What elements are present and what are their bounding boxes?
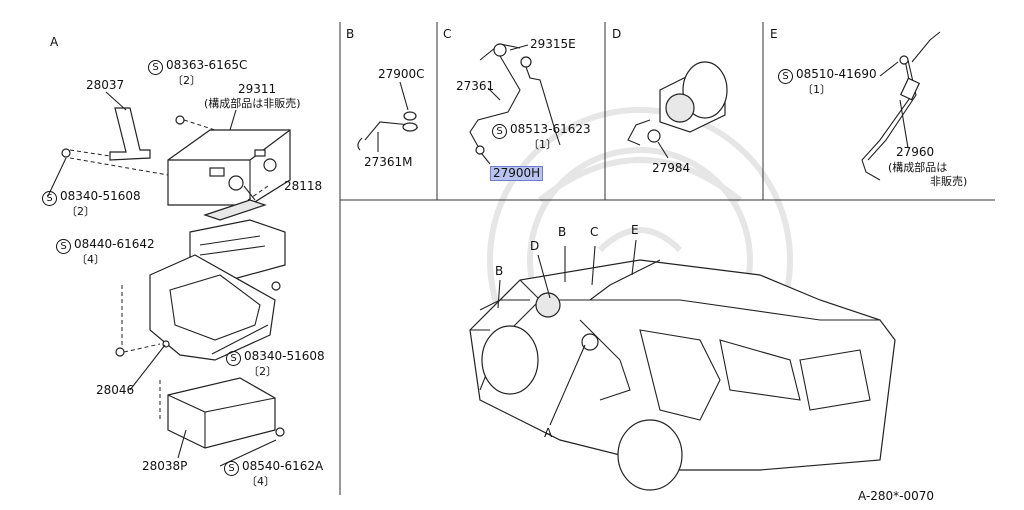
part-08340a-qty: 〔2〕 (66, 205, 95, 218)
radio-unit-29311 (167, 129, 291, 206)
part-29311-label[interactable]: 29311 (238, 82, 277, 96)
part-27361m-label[interactable]: 27361M (364, 155, 413, 169)
part-27960-label[interactable]: 27960 (896, 145, 935, 159)
screw-symbol-icon: S (56, 239, 71, 254)
vehicle-outline (469, 259, 896, 491)
speaker-27984 (627, 61, 728, 159)
screw-08363 (175, 115, 216, 131)
bracket-28037 (61, 107, 169, 176)
section-e-label: E (770, 27, 778, 41)
vehicle-callout-b-right[interactable]: B (558, 225, 567, 239)
part-27960-note-1: (構成部品は (888, 161, 948, 174)
vehicle-callout-b-left[interactable]: B (495, 264, 504, 278)
part-28046-label[interactable]: 28046 (96, 383, 135, 397)
part-27960-note-2: 非販売) (930, 175, 968, 188)
part-27361-label[interactable]: 27361 (456, 79, 495, 93)
screw-symbol-icon: S (778, 69, 793, 84)
part-08540-qty: 〔4〕 (246, 475, 275, 488)
part-27900c-label[interactable]: 27900C (378, 67, 425, 81)
part-29311-note: (構成部品は非販売) (204, 97, 301, 110)
section-a-label: A (50, 35, 59, 49)
section-b-label: B (346, 27, 355, 41)
vehicle-callout-c[interactable]: C (590, 225, 599, 239)
screw-symbol-icon: S (148, 60, 163, 75)
part-27900h-label-selected[interactable]: 27900H (490, 166, 544, 181)
part-08340b-qty: 〔2〕 (248, 365, 277, 378)
part-28038p-label[interactable]: 28038P (142, 459, 188, 473)
vehicle-callout-a[interactable]: A (544, 426, 553, 440)
panel-borders (339, 22, 995, 495)
section-d-label: D (612, 27, 622, 41)
part-28118-label[interactable]: 28118 (284, 179, 323, 193)
vehicle-leaders (497, 239, 637, 426)
vehicle-callout-d[interactable]: D (530, 239, 540, 253)
section-c-label: C (443, 27, 452, 41)
wire-27361 (469, 43, 561, 165)
screw-symbol-icon: S (42, 191, 57, 206)
screw-symbol-icon: S (492, 124, 507, 139)
part-08363-qty: 〔2〕 (172, 74, 201, 87)
part-29315e-label[interactable]: 29315E (530, 37, 576, 51)
screw-symbol-icon: S (224, 461, 239, 476)
cover-28038p (159, 377, 285, 449)
diagram-code: A-280*-0070 (858, 489, 935, 503)
plate-28118 (203, 185, 269, 221)
antenna-27960 (861, 31, 941, 181)
part-28037-label[interactable]: 28037 (86, 78, 125, 92)
part-27984-label[interactable]: 27984 (652, 161, 691, 175)
part-08440-qty: 〔4〕 (76, 253, 105, 266)
part-08513-qty: 〔1〕 (528, 138, 557, 151)
bracket-28046 (115, 254, 276, 361)
part-08510-qty: 〔1〕 (802, 83, 831, 96)
screw-symbol-icon: S (226, 351, 241, 366)
vehicle-callout-e[interactable]: E (631, 223, 639, 237)
wire-27361m (357, 81, 419, 152)
